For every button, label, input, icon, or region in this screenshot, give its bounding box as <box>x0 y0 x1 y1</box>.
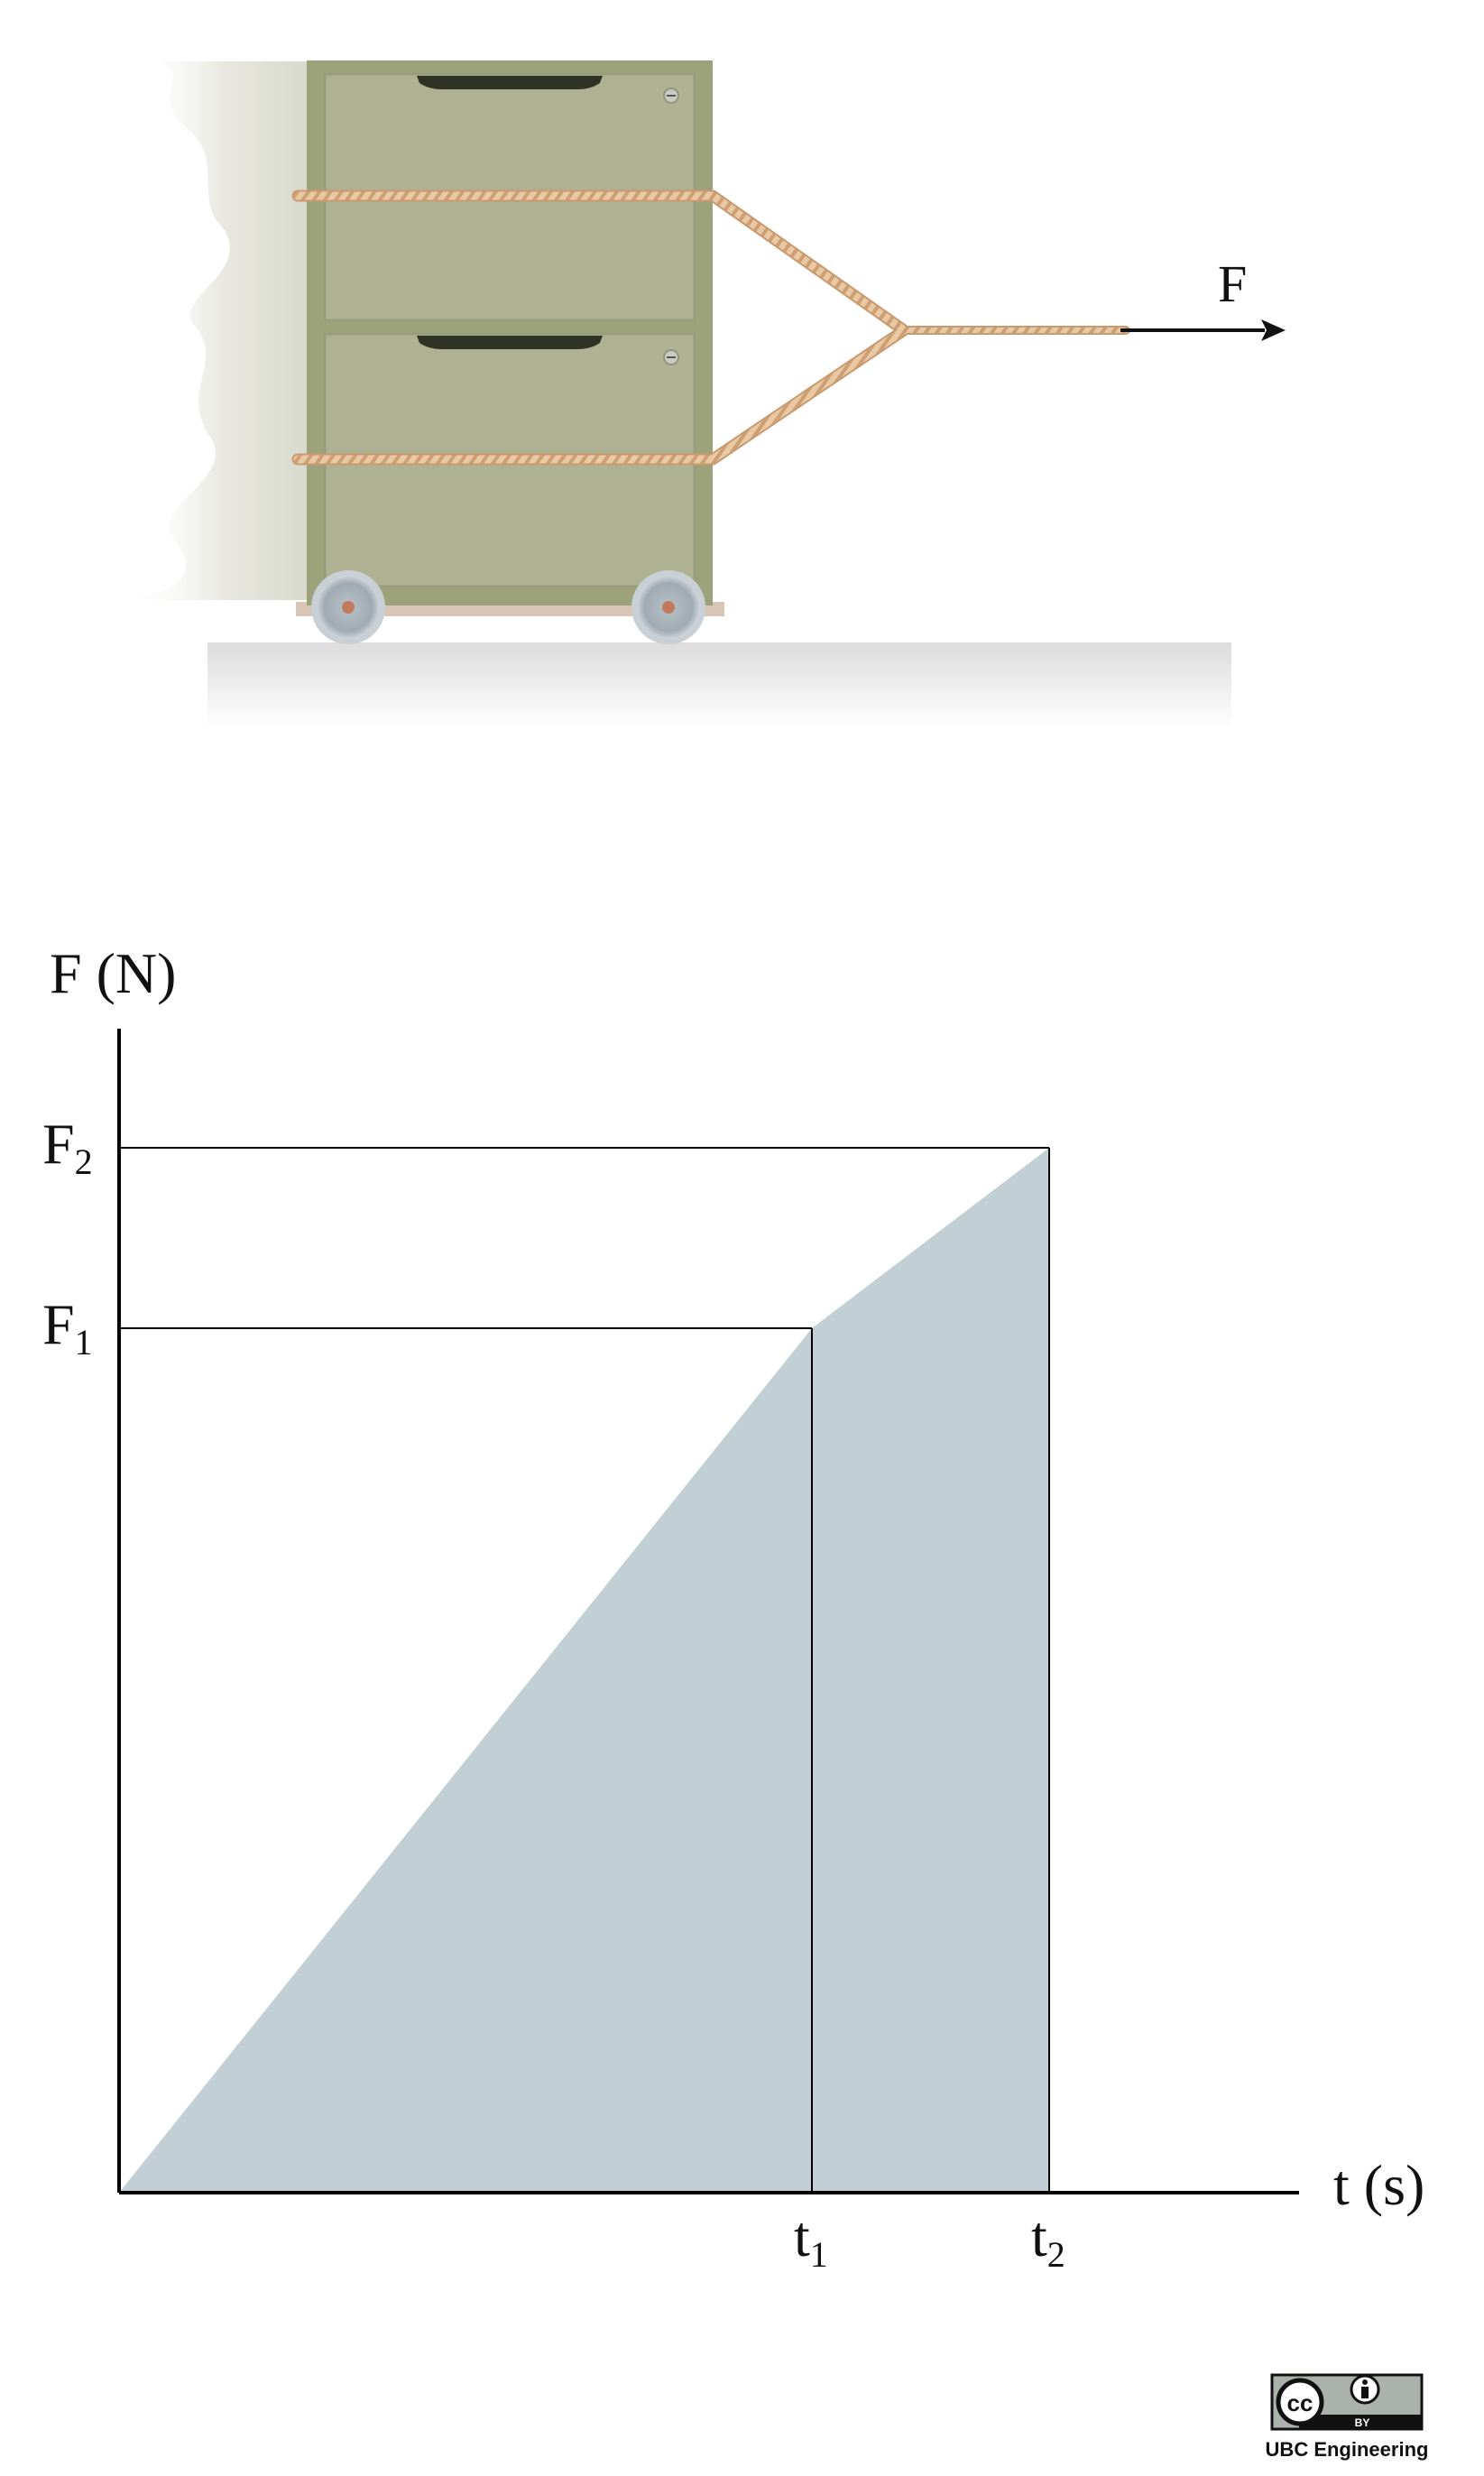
impulse-area <box>119 1148 1049 2193</box>
drawer-handle-bottom <box>417 336 603 349</box>
cabinet-illustration: F <box>117 60 1286 728</box>
wheel-right <box>631 570 705 644</box>
force-arrow <box>1120 319 1286 341</box>
y-tick-f1: F1 <box>42 1292 93 1363</box>
wall <box>117 61 311 600</box>
wheel-left <box>311 570 385 644</box>
y-axis-label: F (N) <box>50 941 176 1005</box>
by-label: BY <box>1355 2416 1370 2429</box>
rope <box>291 189 1130 466</box>
force-time-chart: F (N) t (s) F2 F1 t1 t2 <box>42 941 1424 2275</box>
floor <box>207 642 1231 728</box>
x-axis-label: t (s) <box>1333 2153 1424 2217</box>
attribution-icon <box>1350 2374 1380 2405</box>
x-tick-t2: t2 <box>1031 2204 1065 2275</box>
y-tick-f2: F2 <box>42 1112 93 1182</box>
x-tick-t1: t1 <box>794 2204 828 2275</box>
svg-text:cc: cc <box>1287 2389 1313 2416</box>
force-label: F <box>1218 254 1247 313</box>
drawer-handle-top <box>417 76 603 89</box>
license-credit: UBC Engineering <box>1266 2438 1429 2461</box>
cc-icon <box>1276 2378 1324 2426</box>
cc-by-license-badge: BY cc UBC Engineering <box>1266 2373 1429 2461</box>
